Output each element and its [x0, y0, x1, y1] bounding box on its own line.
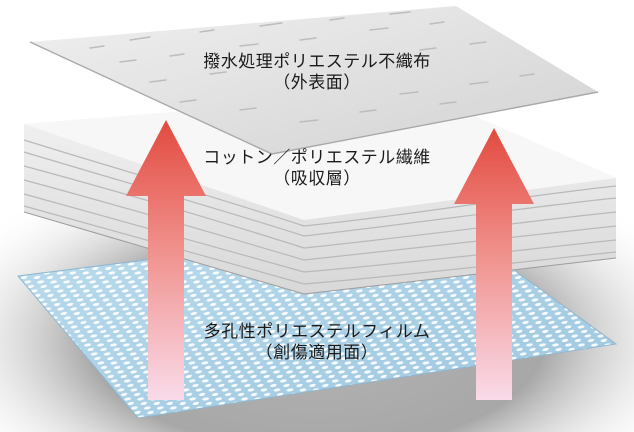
film-label: 多孔性ポリエステルフィルム （創傷適用面） — [0, 322, 634, 364]
absorbent-label: コットン／ポリエステル繊維 （吸収層） — [0, 148, 634, 190]
film-title: 多孔性ポリエステルフィルム — [203, 322, 431, 342]
nonwoven-layer — [29, 6, 599, 155]
right-arrow — [454, 128, 534, 400]
absorbent-title: コットン／ポリエステル繊維 — [203, 148, 431, 168]
nonwoven-title: 撥水処理ポリエステル不織布 — [203, 52, 431, 72]
film-subtitle: （創傷適用面） — [255, 343, 379, 363]
nonwoven-subtitle: （外表面） — [273, 73, 361, 93]
left-arrow — [126, 120, 206, 400]
nonwoven-label: 撥水処理ポリエステル不織布 （外表面） — [0, 52, 634, 94]
absorbent-subtitle: （吸収層） — [273, 169, 361, 189]
